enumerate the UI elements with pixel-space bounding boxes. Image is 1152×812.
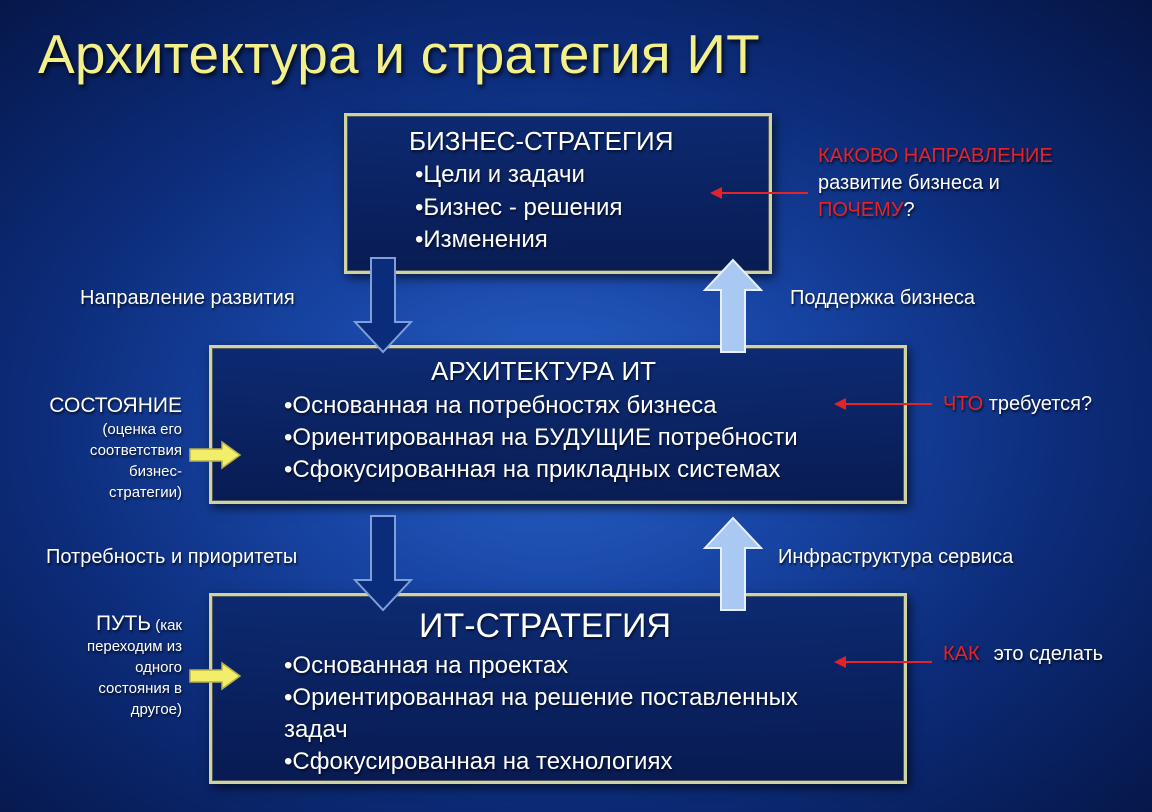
business-item-goals: •Цели и задачи — [415, 161, 585, 188]
note-path: ПУТЬ (как переходим из одного состояния … — [20, 613, 182, 720]
note-path-line1: переходим из — [86, 638, 182, 655]
note-path-heading-tail: (как — [155, 617, 182, 634]
note-what-required: ЧТО требуется? — [943, 393, 1092, 416]
architecture-item-applications: •Сфокусированная на прикладных системах — [284, 456, 781, 483]
it-strategy-box: ИТ-СТРАТЕГИЯ •Основанная на проектах •Ор… — [209, 593, 907, 784]
note-what-tail: требуется? — [983, 393, 1093, 415]
architecture-item-business-needs: •Основанная на потребностях бизнеса — [284, 392, 717, 419]
note-direction-why: КАКОВО НАПРАВЛЕНИЕ развитие бизнеса и ПО… — [818, 143, 1053, 224]
red-arrow-left-icon — [834, 398, 932, 410]
note-path-heading: ПУТЬ — [95, 612, 152, 635]
it-strategy-title: ИТ-СТРАТЕГИЯ — [419, 607, 671, 645]
red-arrow-left-icon — [710, 187, 808, 199]
business-item-changes: •Изменения — [415, 226, 548, 253]
note-what-word: ЧТО — [943, 393, 984, 415]
note-state-line3: бизнес- — [129, 463, 182, 480]
note-state: СОСТОЯНИЕ (оценка его соответствия бизне… — [20, 393, 182, 503]
label-direction: Направление развития — [80, 287, 295, 309]
business-strategy-title: БИЗНЕС-СТРАТЕГИЯ — [409, 126, 674, 156]
up-arrow-icon — [702, 258, 764, 353]
note-how-to-do: КАК это сделать — [943, 643, 1103, 666]
it-strategy-item-technologies: •Сфокусированная на технологиях — [284, 748, 673, 775]
business-item-solutions: •Бизнес - решения — [415, 194, 623, 221]
down-arrow-icon — [352, 257, 414, 354]
note-how-tail: это сделать — [993, 643, 1104, 665]
it-strategy-item-tasks-cont: задач — [284, 716, 348, 743]
label-business-support: Поддержка бизнеса — [790, 287, 975, 309]
note-how-word: КАК — [943, 643, 980, 665]
note-why-mark: ? — [903, 199, 915, 221]
note-path-line3: состояния в — [98, 680, 182, 697]
note-direction-line2: развитие бизнеса и — [818, 172, 1000, 194]
note-path-line4: другое) — [130, 701, 182, 718]
note-path-line2: одного — [135, 659, 182, 676]
red-arrow-left-icon — [834, 656, 932, 668]
it-strategy-item-projects: •Основанная на проектах — [284, 652, 569, 679]
note-why-word: ПОЧЕМУ — [818, 199, 904, 221]
down-arrow-icon — [352, 515, 414, 612]
it-architecture-title: АРХИТЕКТУРА ИТ — [431, 356, 657, 386]
note-state-line4: стратегии) — [109, 484, 182, 501]
yellow-arrow-right-icon — [189, 440, 242, 470]
label-needs-priorities: Потребность и приоритеты — [46, 546, 298, 568]
note-state-line1: (оценка его — [102, 421, 182, 438]
it-architecture-box: АРХИТЕКТУРА ИТ •Основанная на потребност… — [209, 345, 907, 504]
architecture-item-future-needs: •Ориентированная на БУДУЩИЕ потребности — [284, 424, 798, 451]
business-strategy-box: БИЗНЕС-СТРАТЕГИЯ •Цели и задачи •Бизнес … — [344, 113, 772, 274]
it-strategy-item-tasks: •Ориентированная на решение поставленных — [284, 684, 798, 711]
label-service-infrastructure: Инфраструктура сервиса — [778, 546, 1014, 568]
note-direction-heading: КАКОВО НАПРАВЛЕНИЕ — [818, 145, 1053, 167]
yellow-arrow-right-icon — [189, 661, 242, 691]
note-state-line2: соответствия — [89, 442, 182, 459]
page-title: Архитектура и стратегия ИТ — [38, 23, 760, 85]
note-state-heading: СОСТОЯНИЕ — [49, 394, 182, 417]
up-arrow-icon — [702, 516, 764, 611]
